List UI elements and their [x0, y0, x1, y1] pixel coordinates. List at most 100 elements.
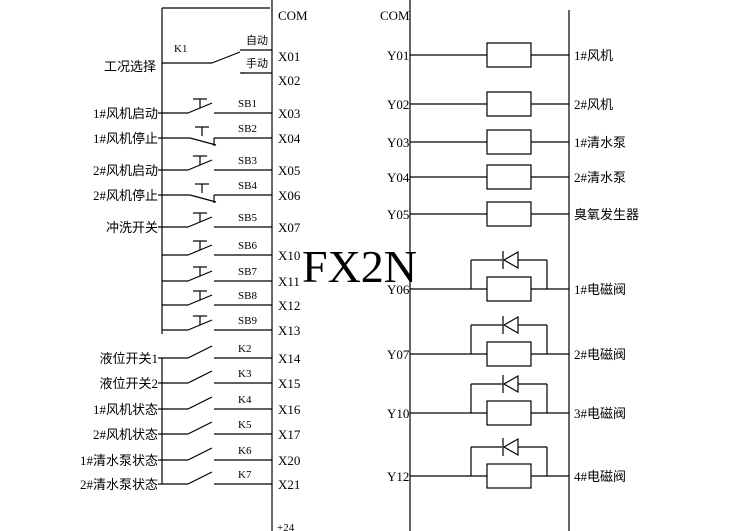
input-row-x10: X10 SB6 [162, 240, 300, 263]
input-row-x17: X17 K5 2#风机状态 [93, 419, 301, 442]
input-terminal: X03 [278, 106, 300, 121]
load-coil [486, 91, 532, 117]
input-terminal: X11 [278, 274, 300, 289]
input-label: 2#风机启动 [93, 163, 158, 178]
output-terminal: Y10 [387, 406, 409, 421]
input-label: 2#清水泵状态 [80, 477, 158, 492]
input-terminal: X07 [278, 220, 301, 235]
flyback-diode-symbol [502, 374, 519, 394]
load-coil [486, 42, 532, 68]
input-tag: SB3 [238, 155, 257, 167]
output-terminal: Y03 [387, 135, 409, 150]
output-row-y05: Y05 臭氧发生器 [387, 201, 639, 227]
selector-switch-symbol [162, 49, 272, 74]
input-label: 1#风机启动 [93, 106, 158, 121]
input-tag: SB5 [238, 212, 257, 224]
input-row-x04: X04 SB2 1#风机停止 [93, 123, 301, 146]
load-coil [486, 129, 532, 155]
output-row-y07: Y07 2#电磁阀 [387, 315, 626, 367]
input-row-x06: X06 SB4 2#风机停止 [93, 180, 301, 203]
valve-coil [486, 276, 532, 302]
input-tag: SB2 [238, 123, 257, 135]
contact-symbol [162, 471, 272, 485]
input-row-x13: X13 SB9 [162, 315, 300, 338]
contact-symbol [162, 447, 272, 461]
contact-symbol [162, 421, 272, 435]
flyback-diode-symbol [502, 315, 519, 335]
input-rows: X03SB11#风机启动X04SB21#风机停止X05SB32#风机启动X06S… [80, 98, 301, 492]
input-terminal: X20 [278, 453, 300, 468]
plc-model-label: FX2N [302, 241, 417, 292]
input-terminal: X05 [278, 163, 300, 178]
output-row-y01: Y01 1#风机 [387, 42, 613, 68]
valve-coil [486, 341, 532, 367]
input-terminal: X04 [278, 131, 301, 146]
input-row-x05: X05 SB3 2#风机启动 [93, 155, 300, 178]
input-tag: SB6 [238, 240, 257, 252]
output-load-label: 2#清水泵 [574, 170, 626, 185]
input-row-x11: X11 SB7 [162, 266, 300, 289]
output-row-y12: Y12 4#电磁阀 [387, 437, 626, 489]
input-terminal: X10 [278, 248, 300, 263]
pushbutton-symbol [162, 290, 272, 306]
input-label: 液位开关2 [99, 376, 158, 391]
right-com-label: COM [380, 8, 410, 23]
valve-coil [486, 463, 532, 489]
input-label: 2#风机状态 [93, 427, 158, 442]
input-terminal: X12 [278, 298, 300, 313]
input-tag: SB7 [238, 266, 257, 278]
valve-coil [486, 400, 532, 426]
selector-manual-label: 手动 [246, 56, 268, 70]
output-load-label: 2#电磁阀 [574, 347, 626, 362]
selector-tag: K1 [174, 43, 187, 55]
output-load-label: 3#电磁阀 [574, 406, 626, 421]
output-row-y03: Y03 1#清水泵 [387, 129, 626, 155]
input-row-x12: X12 SB8 [162, 290, 300, 313]
output-terminal: Y07 [387, 347, 410, 362]
contact-symbol [162, 396, 272, 410]
input-terminal: X14 [278, 351, 301, 366]
input-tag: K7 [238, 469, 252, 481]
input-terminal: X21 [278, 477, 300, 492]
input-tag: K5 [238, 419, 252, 431]
pushbutton-symbol [162, 98, 272, 114]
contact-symbol [162, 345, 272, 359]
flyback-diode-symbol [502, 250, 519, 270]
selector-manual-terminal: X02 [278, 73, 300, 88]
pushbutton-symbol [162, 183, 272, 203]
input-terminal: X06 [278, 188, 301, 203]
input-label: 1#风机停止 [93, 131, 158, 146]
input-row-x21: X21 K7 2#清水泵状态 [80, 469, 300, 492]
pushbutton-symbol [162, 315, 272, 331]
output-load-label: 1#清水泵 [574, 135, 626, 150]
selector-auto-label: 自动 [246, 34, 268, 47]
input-tag: SB8 [238, 290, 257, 302]
input-label: 液位开关1 [99, 351, 158, 366]
output-row-y04: Y04 2#清水泵 [387, 164, 626, 190]
pushbutton-symbol [162, 126, 272, 146]
input-tag: SB9 [238, 315, 257, 327]
selector-label: 工况选择 [104, 59, 156, 74]
output-load-label: 4#电磁阀 [574, 469, 626, 484]
output-terminal: Y04 [387, 170, 410, 185]
input-terminal: X17 [278, 427, 301, 442]
output-terminal: Y02 [387, 97, 409, 112]
output-load-label: 臭氧发生器 [574, 207, 639, 222]
pushbutton-symbol [162, 155, 272, 171]
output-terminal: Y05 [387, 207, 409, 222]
output-terminal: Y01 [387, 48, 409, 63]
output-load-label: 1#风机 [574, 48, 613, 63]
output-terminal: Y12 [387, 469, 409, 484]
contact-symbol [162, 370, 272, 384]
input-label: 2#风机停止 [93, 188, 158, 203]
input-tag: SB4 [238, 180, 257, 192]
input-terminal: X13 [278, 323, 300, 338]
